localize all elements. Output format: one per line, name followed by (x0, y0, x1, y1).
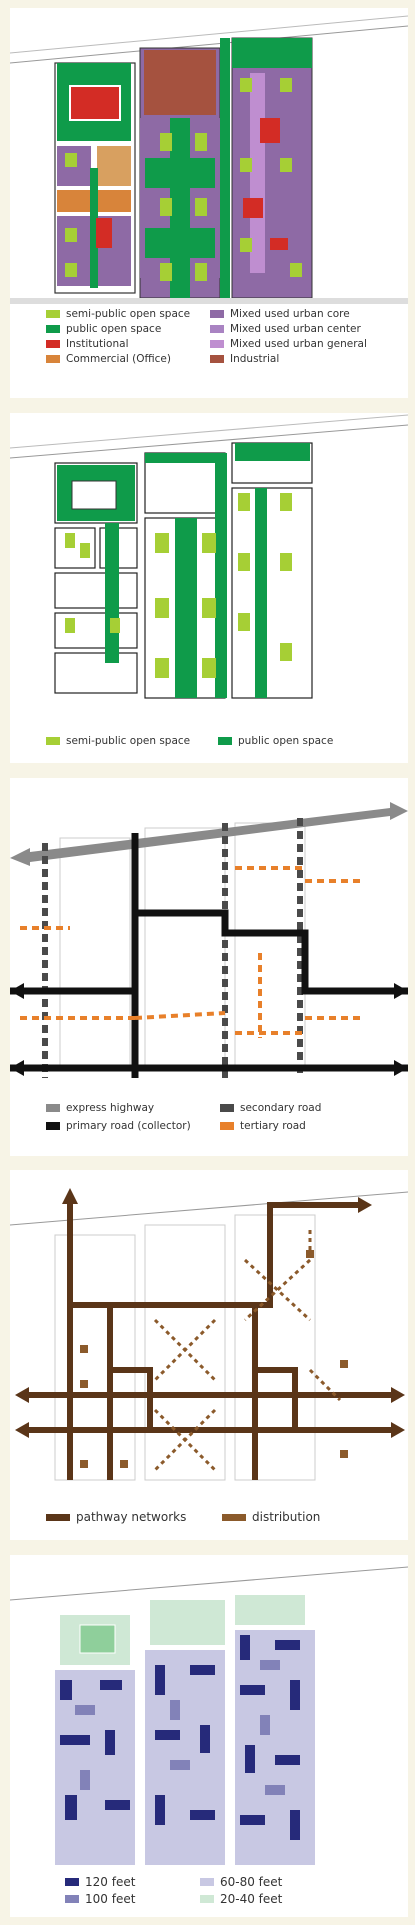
legend-item: pathway networks (46, 1510, 186, 1524)
legend-label: semi-public open space (66, 308, 191, 320)
building-height-map (10, 1566, 408, 1865)
legend-label: 120 feet (85, 1875, 136, 1889)
legend-swatch (222, 1513, 246, 1521)
legend-swatch (210, 355, 224, 363)
legend-label: semi-public open space (66, 735, 191, 747)
legend-label: Industrial (230, 353, 280, 365)
legend-item: tertiary road (220, 1120, 306, 1132)
legend-swatch (46, 737, 60, 745)
legend-label: Mixed used urban core (230, 308, 350, 320)
legend-item: express highway (46, 1102, 154, 1114)
legend-item: public open space (218, 735, 333, 747)
open-space-map (10, 414, 408, 699)
legend-item: 60-80 feet (200, 1875, 282, 1889)
legend-swatch (200, 1878, 214, 1886)
legend-item: Mixed used urban center (210, 323, 361, 335)
legend-label: distribution (252, 1510, 321, 1524)
legend-swatch (210, 310, 224, 318)
legend-label: public open space (66, 323, 162, 335)
legend-swatch (65, 1878, 79, 1886)
legend-label: express highway (66, 1102, 155, 1114)
legend-label: Commercial (Office) (66, 353, 171, 365)
land-use-map (10, 15, 408, 304)
legend-label: Institutional (66, 338, 129, 350)
legend-label: pathway networks (76, 1510, 187, 1524)
land-use-legend: semi-public open space public open space… (10, 308, 408, 398)
legend-item: Commercial (Office) (46, 353, 171, 365)
legend-label: Mixed used urban general (230, 338, 367, 350)
legend-label: Mixed used urban center (230, 323, 361, 335)
land-use-panel: semi-public open space public open space… (10, 8, 408, 398)
legend-item: secondary road (220, 1102, 321, 1114)
legend-item: distribution (222, 1510, 320, 1524)
height-legend: 120 feet 60-80 feet 100 feet 20-40 feet (10, 1875, 408, 1913)
legend-swatch (218, 737, 232, 745)
legend-label: primary road (collector) (66, 1120, 191, 1132)
road-legend: express highway secondary road primary r… (10, 1102, 408, 1152)
legend-label: 20-40 feet (220, 1892, 283, 1906)
road-network-panel: express highway secondary road primary r… (10, 778, 408, 1156)
pathway-map (10, 1188, 408, 1481)
legend-item: 20-40 feet (200, 1892, 282, 1906)
legend-label: 60-80 feet (220, 1875, 283, 1889)
road-network-map (10, 802, 408, 1078)
legend-swatch (46, 340, 60, 348)
pathway-legend: pathway networks distribution (10, 1510, 408, 1530)
legend-item: Mixed used urban core (210, 308, 350, 320)
legend-label: public open space (238, 735, 334, 747)
legend-swatch (46, 1104, 60, 1112)
legend-swatch (210, 340, 224, 348)
legend-swatch (200, 1895, 214, 1903)
building-height-panel: 120 feet 60-80 feet 100 feet 20-40 feet (10, 1555, 408, 1917)
legend-swatch (46, 1513, 70, 1521)
pathway-panel: pathway networks distribution (10, 1170, 408, 1540)
legend-label: tertiary road (240, 1120, 306, 1132)
legend-item: semi-public open space (46, 735, 190, 747)
legend-swatch (220, 1104, 234, 1112)
legend-swatch (46, 1122, 60, 1130)
legend-item: primary road (collector) (46, 1120, 191, 1132)
legend-label: secondary road (240, 1102, 322, 1114)
legend-item: 120 feet (65, 1875, 135, 1889)
legend-item: 100 feet (65, 1892, 135, 1906)
open-space-legend: semi-public open space public open space (10, 735, 408, 755)
legend-item: public open space (46, 323, 161, 335)
legend-item: semi-public open space (46, 308, 190, 320)
legend-item: Mixed used urban general (210, 338, 367, 350)
legend-swatch (46, 310, 60, 318)
legend-item: Industrial (210, 353, 279, 365)
legend-label: 100 feet (85, 1892, 136, 1906)
legend-item: Institutional (46, 338, 129, 350)
legend-swatch (65, 1895, 79, 1903)
legend-swatch (220, 1122, 234, 1130)
legend-swatch (46, 325, 60, 333)
open-space-panel: semi-public open space public open space (10, 413, 408, 763)
legend-swatch (210, 325, 224, 333)
legend-swatch (46, 355, 60, 363)
